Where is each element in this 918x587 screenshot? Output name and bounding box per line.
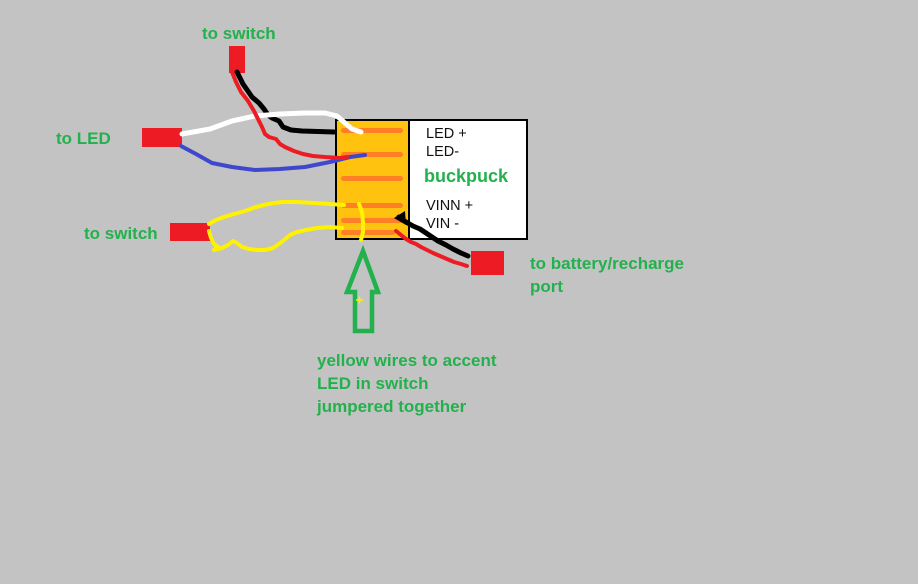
canvas-bottom-edge <box>0 584 918 587</box>
wire-yellow-switch-upper <box>207 200 346 226</box>
label-to-battery: to battery/recharge port <box>530 252 684 298</box>
label-note-line1: yellow wires to accent <box>317 351 497 370</box>
label-to-switch-left: to switch <box>84 224 158 243</box>
up-arrow <box>343 244 382 334</box>
terminal-bar-vin-plus <box>341 203 403 208</box>
connector-switch-left <box>170 223 210 241</box>
label-note-line3: jumpered together <box>317 397 467 416</box>
wire-black-switch-top <box>234 69 337 135</box>
label-to-switch-top: to switch <box>202 24 276 43</box>
connector-battery <box>471 251 504 275</box>
pin-label-led-minus: LED- <box>426 144 460 160</box>
buckpuck-module: LED + LED- buckpuck VINN + VIN - <box>335 119 528 240</box>
module-name-buckpuck: buckpuck <box>424 166 509 186</box>
terminal-bar-aux <box>341 230 395 235</box>
wire-white-led-plus <box>179 110 364 137</box>
pin-label-led-plus: LED + <box>426 126 467 142</box>
connector-led <box>142 128 182 147</box>
pin-label-vin-minus: VIN - <box>426 216 460 232</box>
wire-yellow-jumper <box>357 202 365 242</box>
wire-yellow-switch-lower <box>207 225 344 252</box>
connector-switch-top <box>229 46 245 73</box>
terminal-bar-unused <box>341 176 403 181</box>
wire-red-battery <box>394 229 469 268</box>
label-note-line2: LED in switch <box>317 374 429 393</box>
pin-label-vin-plus: VINN + <box>426 198 474 214</box>
label-to-battery-line1: to battery/recharge <box>530 254 684 273</box>
wire-red-switch-top <box>230 70 349 160</box>
terminal-bar-vin-minus <box>341 218 403 223</box>
label-to-led: to LED <box>56 129 111 148</box>
label-to-battery-line2: port <box>530 277 564 296</box>
terminal-bar-led-minus <box>341 152 403 157</box>
plus-mark-icon <box>356 296 363 304</box>
terminal-bar-led-plus <box>341 128 403 133</box>
wire-black-battery <box>396 214 471 259</box>
